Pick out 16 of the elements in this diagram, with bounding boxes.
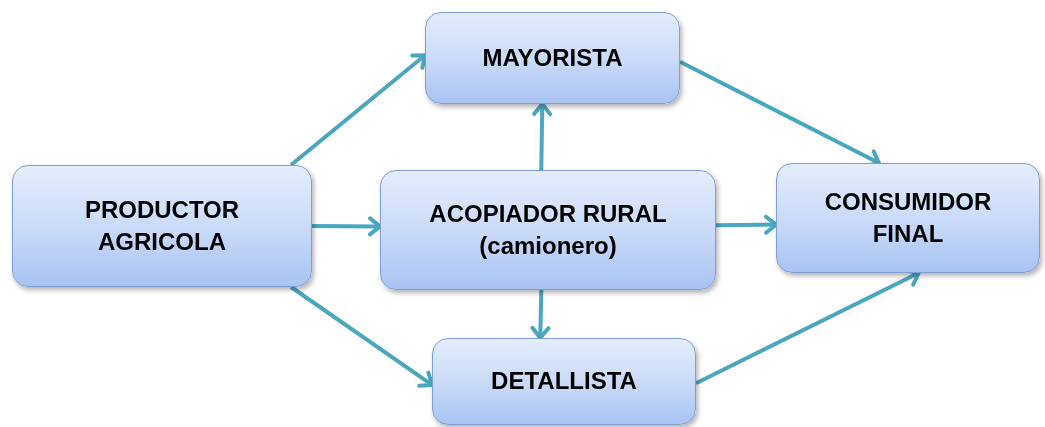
box-label: DETALLISTA xyxy=(491,366,637,397)
process-box xyxy=(776,163,1040,273)
process-box xyxy=(425,12,680,104)
box-label: CONSUMIDOR FINAL xyxy=(823,186,993,249)
arrow xyxy=(289,53,427,167)
box-label: ACOPIADOR RURAL (camionero) xyxy=(428,198,668,261)
arrow xyxy=(289,285,434,388)
arrow xyxy=(715,214,778,235)
process-box xyxy=(432,338,696,425)
arrow xyxy=(530,289,551,340)
box-label: MAYORISTA xyxy=(482,42,623,73)
process-box xyxy=(12,165,312,287)
arrow xyxy=(312,216,382,237)
box-label: PRODUCTOR AGRICOLA xyxy=(83,194,241,257)
process-box xyxy=(380,170,716,290)
arrow xyxy=(532,102,553,171)
